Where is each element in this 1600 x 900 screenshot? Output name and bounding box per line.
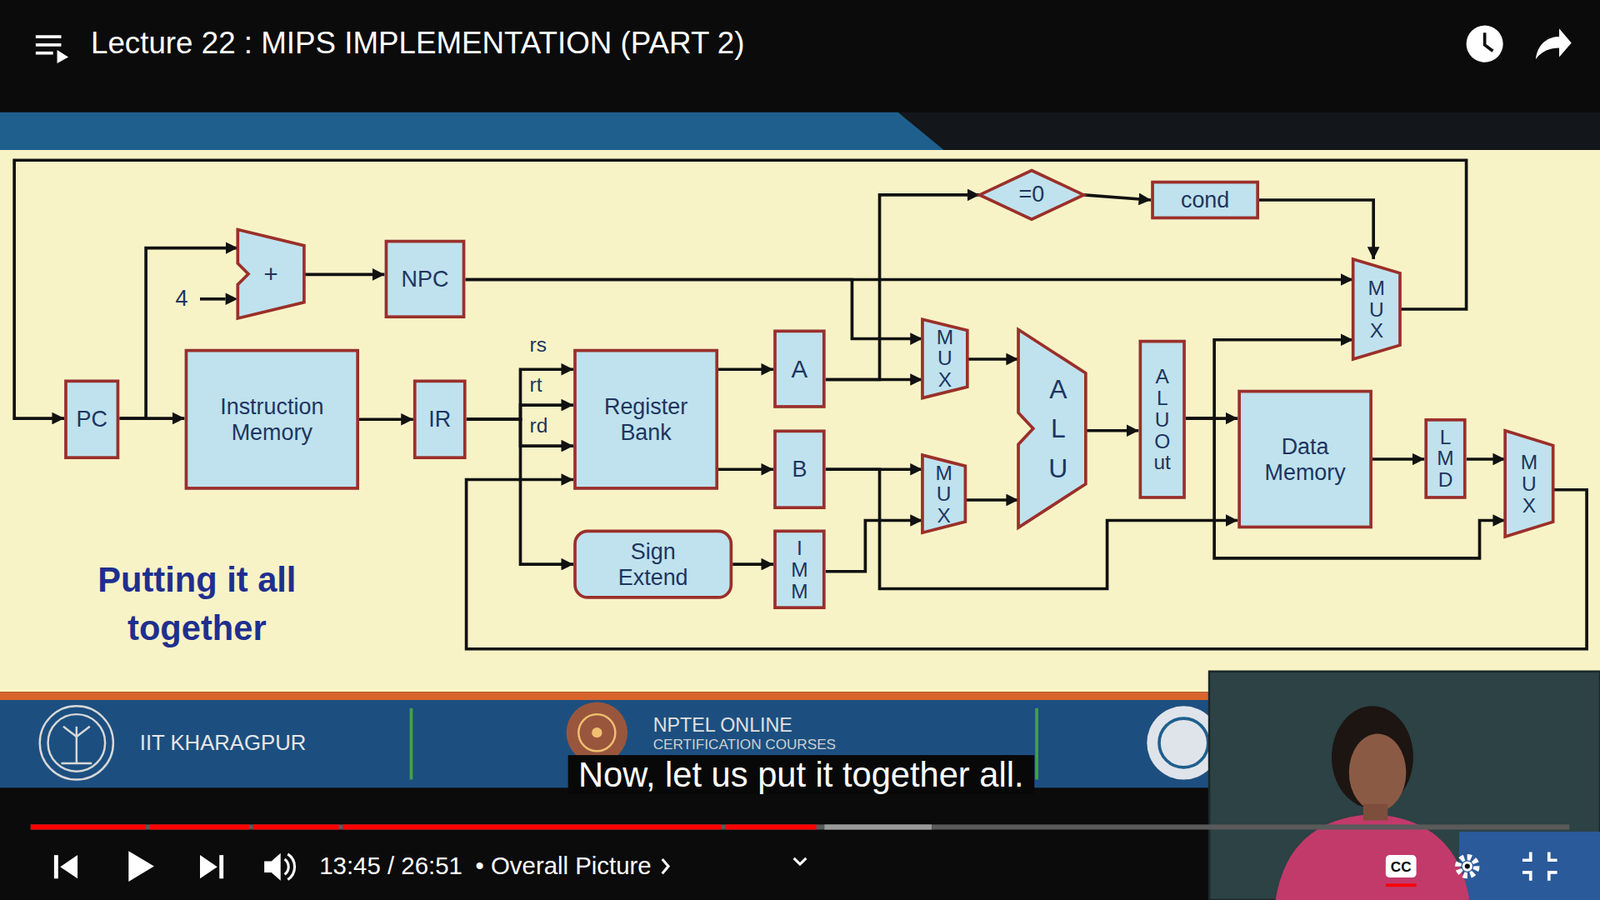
node-label: IR [428,406,451,433]
mux-shape: MUX [922,319,968,398]
mux-shape-polygon [922,319,968,398]
progress-bar [30,824,1570,830]
node-label: Data Memory [1248,433,1363,485]
memory-box: Data Memory [1237,390,1373,530]
sign-extend-box: Sign Extend [573,530,733,600]
constant-wire [200,297,226,301]
wire [718,367,774,371]
node-label: IMM [789,537,810,602]
slide-top-band [0,112,945,150]
node-label: MUX [1519,451,1540,516]
node-label: PC [75,406,107,433]
wire [304,273,385,277]
wire [359,417,414,421]
mux-shape-polygon [922,455,965,533]
signal-name: rt [528,373,543,397]
time-display: 13:45 / 26:51 [319,851,463,880]
node-label: =0 [1019,181,1045,208]
constant-input: 4 [175,285,189,313]
decision-diamond-polygon [980,170,1085,220]
wire [1083,195,1151,200]
wire [1085,429,1140,433]
wire [965,498,1019,502]
register-box: LMD [1424,418,1466,500]
player-controls [54,850,1558,887]
node-label: B [791,456,807,483]
register-box: ALUOut [1139,340,1186,500]
footer-divider [1035,708,1039,780]
wire [465,280,923,340]
wire [1259,200,1374,260]
register-box: A [773,330,825,409]
slide-heading: Putting it all together [44,555,350,652]
node-label: cond [1180,187,1230,214]
watch-later-icon [1466,25,1504,63]
register-box: IR [413,380,467,460]
arrowhead [225,292,239,305]
node-label: ALUOut [1151,365,1172,474]
node-label: ALU [1045,369,1072,489]
node-label: Register Bank [585,393,708,445]
node-label: Instruction Memory [195,393,349,445]
chapter-name: Overall Picture [490,851,652,880]
subtitle-caption: Now, let us put it together all. [568,755,1035,795]
register-box: cond [1150,180,1260,220]
register-bank-box: Register Bank [573,349,719,490]
wire [1372,457,1425,461]
node-label: A [791,355,809,384]
signal-name: rs [528,333,548,357]
alu-shape-polygon [1018,330,1086,529]
wire [732,562,774,566]
course-banner: CERTIFICATION COURSES [653,735,836,753]
course-banner: NPTEL ONLINE [653,714,793,737]
institute-name: IIT KHARAGPUR [140,730,307,755]
node-label: + [264,260,279,289]
wire [466,369,575,420]
node-label: LMD [1435,426,1455,491]
decision-diamond: =0 [980,170,1085,220]
wire [1466,457,1506,461]
playlist-icon [35,36,69,64]
wire [825,520,923,571]
wire [466,419,575,565]
signal-name: rd [528,414,549,438]
register-box: B [773,430,825,510]
adder-block-polygon [237,230,305,320]
register-box: IMM [773,530,825,610]
wire [718,467,774,471]
wire [967,357,1019,361]
mux-shape-polygon [1505,430,1554,537]
footer-divider [410,708,414,780]
captions-button: CC [1385,855,1417,878]
mux-shape: MUX [1505,430,1554,537]
node-label: NPC [401,265,450,292]
node-label: Sign Extend [601,538,704,590]
mux-shape: MUX [1353,259,1400,360]
alu-shape: ALU [1018,330,1086,529]
slide-background [0,150,1600,692]
slide-top-dark [0,112,1600,150]
node-label: MUX [935,326,955,391]
nptel-logo [566,701,628,763]
mux-shape: MUX [922,455,965,533]
node-label: MUX [1366,276,1387,341]
wire [466,405,575,420]
separator-dot: • [475,851,485,880]
iit-logo [40,705,114,780]
node-label: MUX [933,461,954,526]
mux-shape-polygon [1353,259,1400,360]
presenter-inset [1209,671,1600,900]
video-title: Lecture 22 : MIPS IMPLEMENTATION (PART 2… [90,25,745,61]
memory-box: Instruction Memory [185,349,360,490]
share-icon [1535,28,1572,60]
register-box: PC [64,380,120,460]
wire [119,416,185,420]
adder-block: + [237,230,305,320]
register-box: NPC [385,240,466,319]
